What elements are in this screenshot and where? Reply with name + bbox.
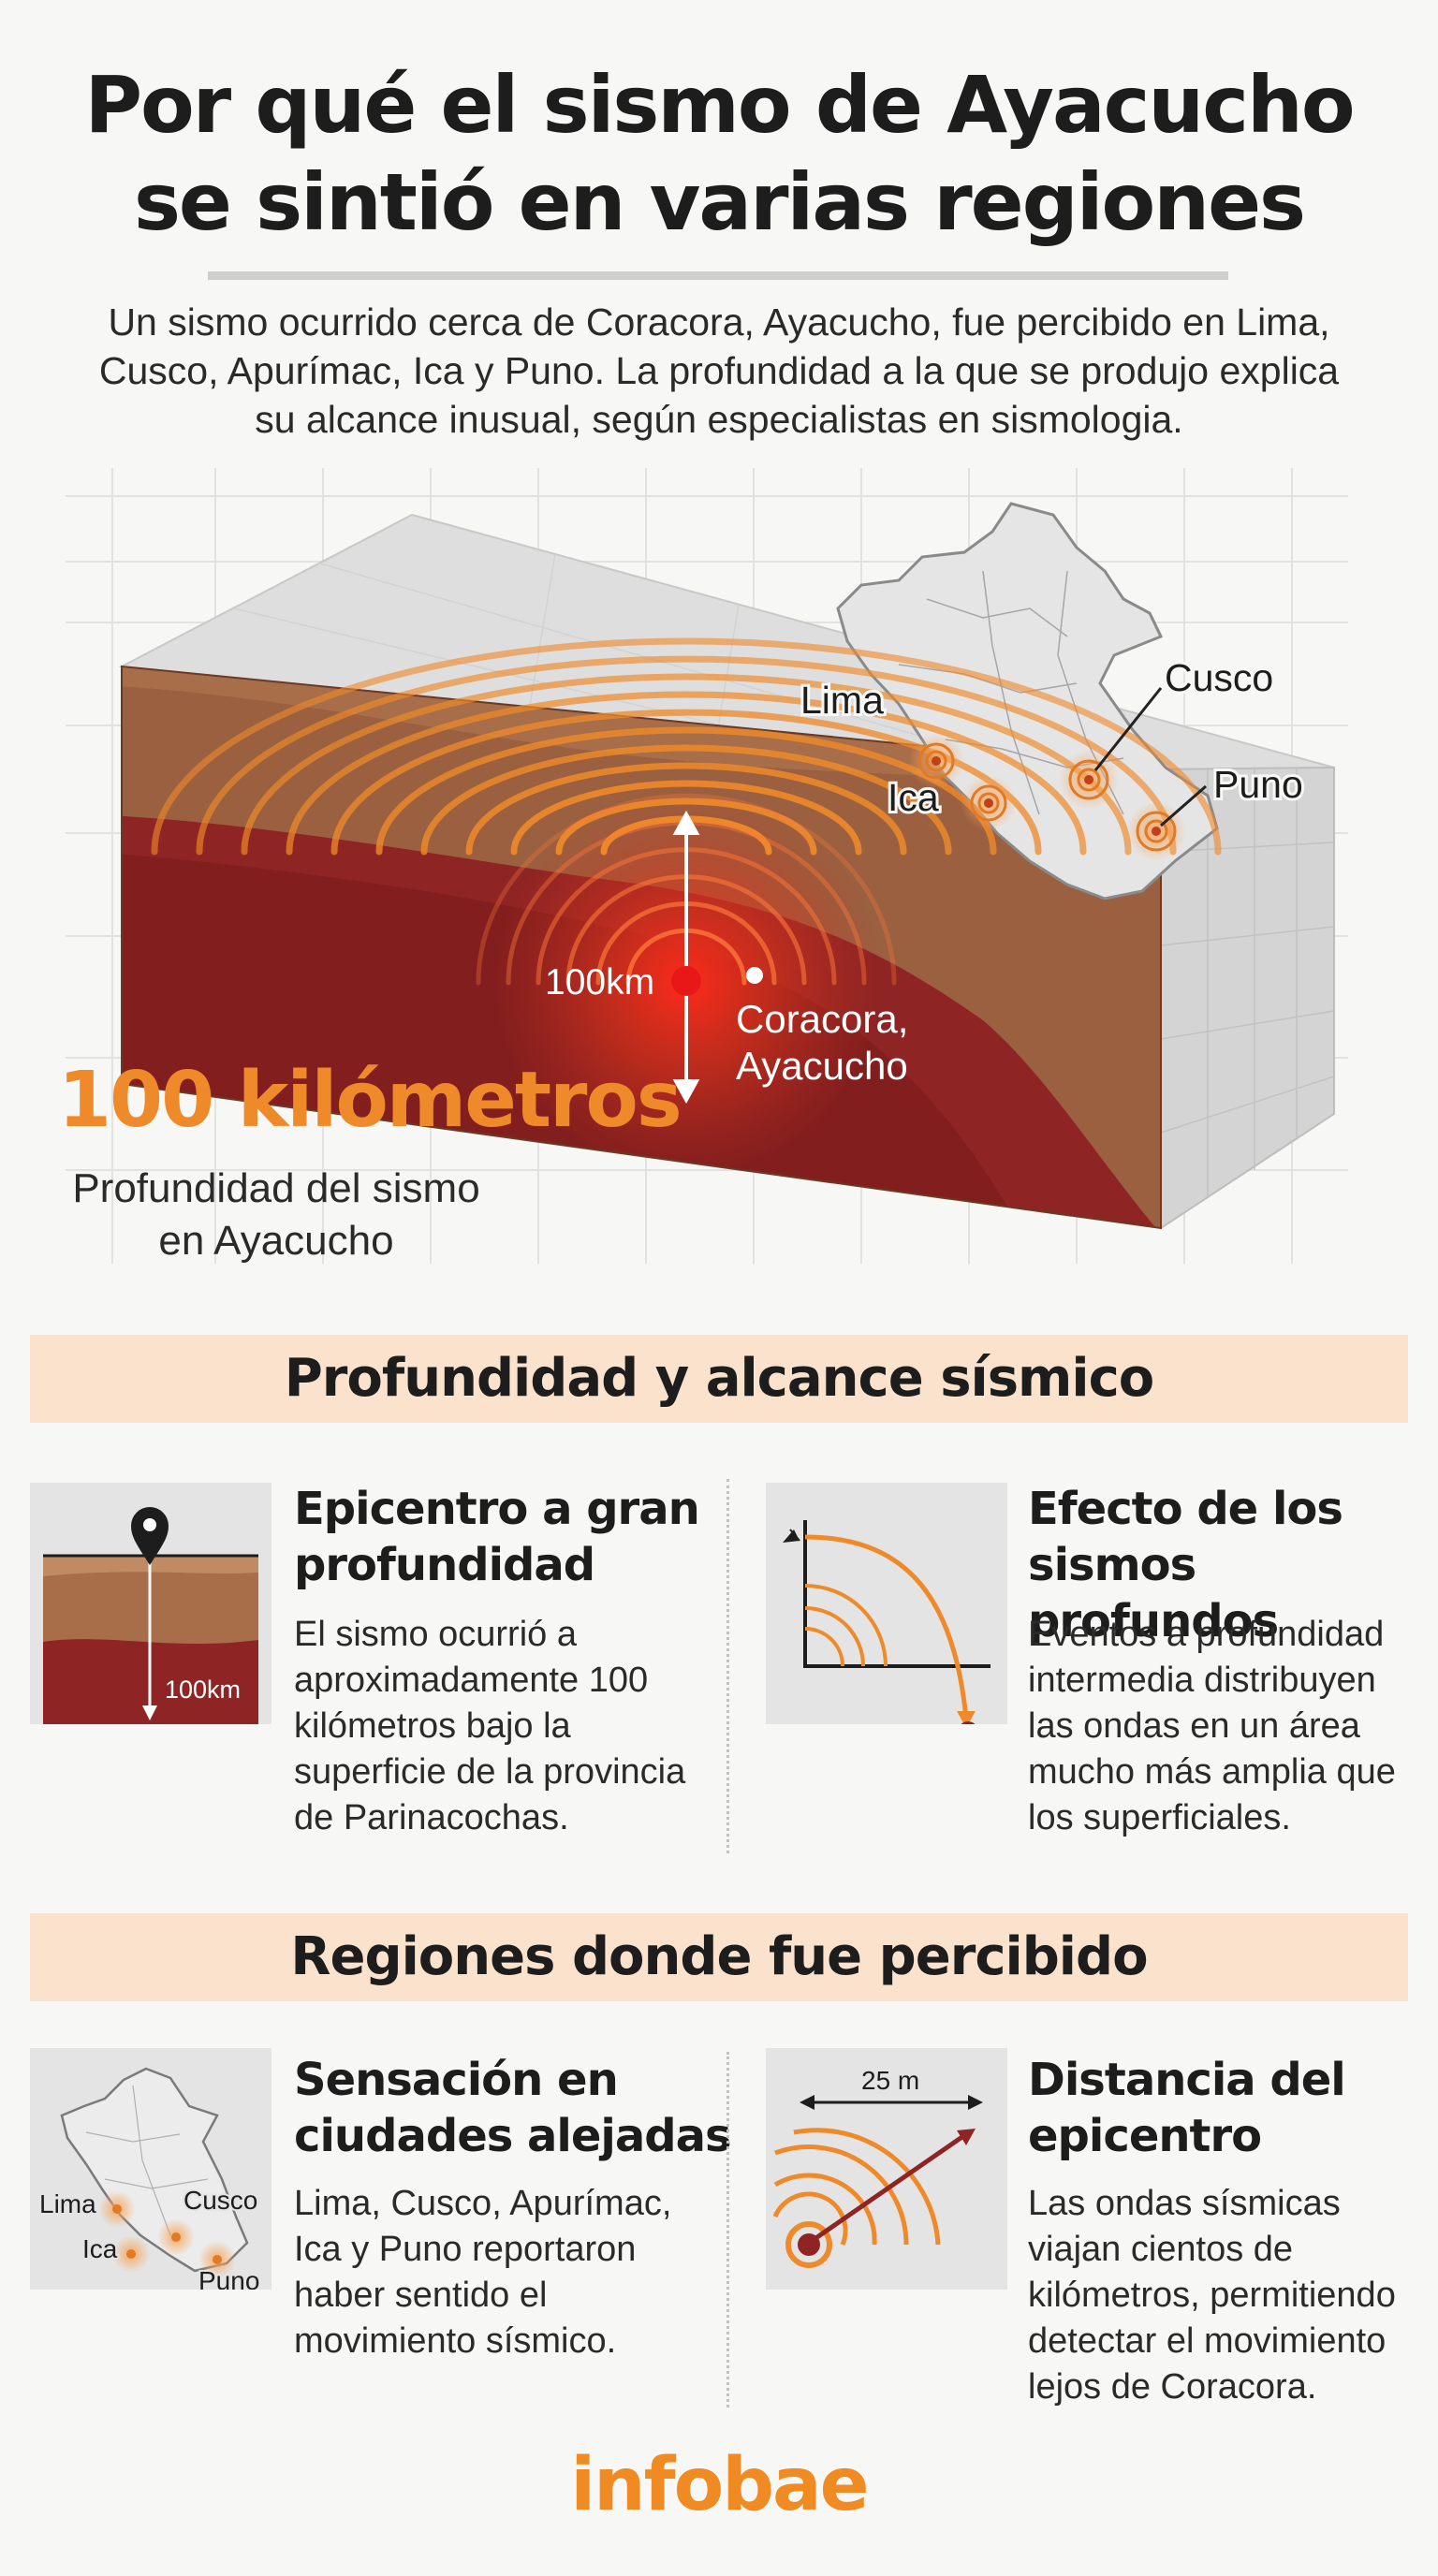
epicenter-distance-illustration: 25 m <box>766 2048 1007 2290</box>
lede-line-1: Un sismo ocurrido cerca de Coracora, Aya… <box>108 300 1330 344</box>
label-puno: Puno <box>1213 763 1303 806</box>
lede-line-2: Cusco, Apurímac, Ica y Puno. La profundi… <box>98 349 1340 392</box>
body-line: kilómetros bajo la <box>294 1706 571 1746</box>
icon-distance-label: 25 m <box>861 2066 919 2095</box>
card-body-distant-cities: Lima, Cusco, Apurímac, Ica y Puno report… <box>294 2181 671 2364</box>
wave-ring <box>375 726 997 856</box>
card-title-line: sismos profundos <box>1028 1539 1279 1647</box>
label-epicenter-line-2: Ayacucho <box>736 1044 908 1088</box>
label-ica: Ica <box>888 776 939 819</box>
depth-arrow <box>672 810 700 1105</box>
body-line: El sismo ocurrió a <box>294 1615 577 1654</box>
epicenter-dot <box>671 966 701 996</box>
wave-ring <box>286 691 1087 856</box>
wave-ring <box>196 655 1177 856</box>
wave-ring-underground <box>476 793 897 986</box>
map-label-cusco: Cusco <box>183 2186 257 2215</box>
depth-headline: 100 kilómetros <box>58 1056 682 1145</box>
city-markers <box>908 687 1207 861</box>
card-body-deep-quakes: Eventos a profundidad intermedia distrib… <box>1028 1612 1396 1841</box>
card-body-epicenter-distance: Las ondas sísmicas viajan cientos de kil… <box>1028 2181 1396 2410</box>
card-title-line: Epicentro a gran <box>294 1483 700 1535</box>
label-epicenter-line-1: Coracora, <box>736 997 908 1041</box>
label-lima: Lima <box>800 679 884 722</box>
wave-ring <box>420 744 952 856</box>
card-title-epicenter-distance: Distancia del epicentro <box>1028 2052 1346 2164</box>
section-heading-regions: Regiones donde fue percibido <box>30 1913 1408 2001</box>
lede-line-3: su alcance inusual, según especialistas … <box>255 398 1183 441</box>
depth-caption-line-2: en Ayacucho <box>158 1218 394 1264</box>
card-title-deep-quakes: Efecto de los sismos profundos <box>1028 1481 1438 1649</box>
body-line: mucho más amplia que <box>1028 1752 1396 1792</box>
label-cusco: Cusco <box>1165 656 1273 699</box>
page-title: Por qué el sismo de Ayacucho se sintió e… <box>0 56 1438 251</box>
peru-regions-illustration: Lima Ica Cusco Puno <box>30 2048 271 2297</box>
title-line-2: se sintió en varias regiones <box>133 156 1306 248</box>
body-line: los superficiales. <box>1028 1798 1291 1837</box>
title-line-1: Por qué el sismo de Ayacucho <box>84 59 1355 151</box>
wave-ring <box>510 780 862 856</box>
column-divider <box>726 2052 729 2408</box>
infobae-logo: infobae <box>570 2443 869 2527</box>
deep-quake-effect-illustration <box>766 1483 1007 1742</box>
epicenter-depth-illustration: 100km <box>30 1483 271 1724</box>
map-label-ica: Ica <box>82 2234 118 2263</box>
coracora-dot <box>746 967 763 984</box>
icon-depth-label: 100km <box>165 1676 241 1704</box>
body-line: kilómetros, permitiendo <box>1028 2276 1396 2315</box>
map-label-puno: Puno <box>198 2266 259 2290</box>
peru-map <box>836 502 1219 900</box>
earthquake-block-diagram: Lima Ica Cusco Puno 100km Coracora, Ayac… <box>66 468 1348 1264</box>
card-title-line: Efecto de los <box>1028 1483 1343 1535</box>
body-line: haber sentido el <box>294 2276 548 2315</box>
wave-ring <box>151 637 1222 856</box>
body-line: detectar el movimiento <box>1028 2321 1387 2361</box>
card-title-epicenter: Epicentro a gran profundidad <box>294 1481 700 1593</box>
body-line: Eventos a profundidad <box>1028 1615 1385 1654</box>
card-title-line: ciudades alejadas <box>294 2110 732 2162</box>
card-body-epicenter: El sismo ocurrió a aproximadamente 100 k… <box>294 1612 685 1841</box>
body-line: viajan cientos de <box>1028 2230 1294 2269</box>
label-depth: 100km <box>545 962 654 1003</box>
body-line: aproximadamente 100 <box>294 1661 649 1700</box>
body-line: de Parinacochas. <box>294 1798 569 1837</box>
depth-caption: Profundidad del sismo en Ayacucho <box>56 1163 496 1267</box>
lede-paragraph: Un sismo ocurrido cerca de Coracora, Aya… <box>94 298 1344 444</box>
card-title-line: Sensación en <box>294 2054 619 2106</box>
wave-ring <box>555 798 817 856</box>
depth-caption-line-1: Profundidad del sismo <box>72 1165 480 1211</box>
map-label-lima: Lima <box>39 2189 96 2218</box>
location-pin-icon <box>131 1507 169 1565</box>
body-line: las ondas en un área <box>1028 1706 1360 1746</box>
body-line: Las ondas sísmicas <box>1028 2184 1341 2223</box>
body-line: lejos de Coracora. <box>1028 2367 1317 2407</box>
body-line: superficie de la provincia <box>294 1752 686 1792</box>
column-divider <box>726 1479 729 1853</box>
body-line: intermedia distribuyen <box>1028 1661 1376 1700</box>
card-title-line: epicentro <box>1028 2110 1262 2162</box>
card-title-distant-cities: Sensación en ciudades alejadas <box>294 2052 732 2164</box>
title-underline <box>208 271 1228 280</box>
section-heading-depth: Profundidad y alcance sísmico <box>30 1335 1408 1423</box>
card-title-line: profundidad <box>294 1539 595 1591</box>
wave-ring <box>465 762 907 856</box>
body-line: Lima, Cusco, Apurímac, <box>294 2184 672 2223</box>
body-line: movimiento sísmico. <box>294 2321 617 2361</box>
card-title-line: Distancia del <box>1028 2054 1346 2106</box>
body-line: Ica y Puno reportaron <box>294 2230 637 2269</box>
